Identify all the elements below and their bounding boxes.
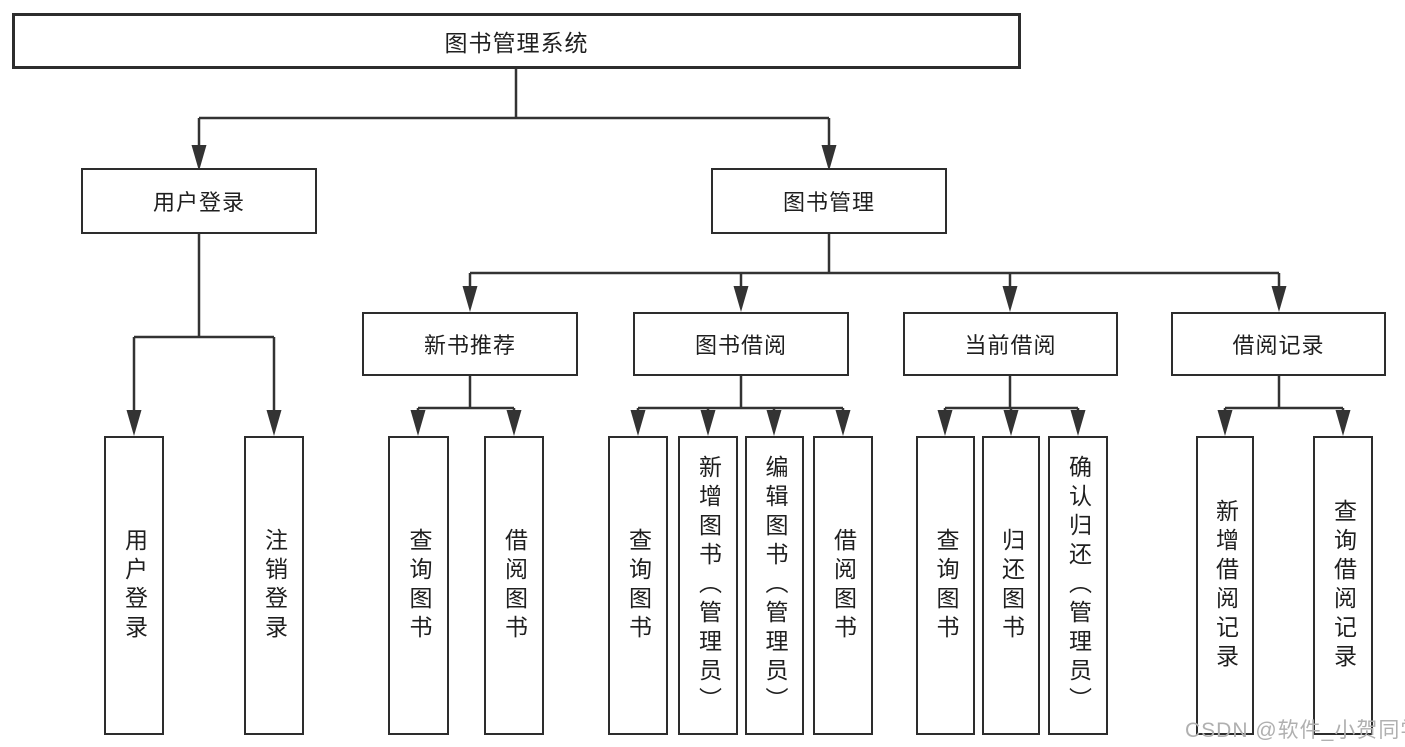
leaf-return-books-label: 归还图书 xyxy=(998,527,1025,644)
leaf-borrow-books-recommend-label: 借阅图书 xyxy=(501,527,528,644)
node-root-system: 图书管理系统 xyxy=(12,13,1021,69)
connector-root-to-level2 xyxy=(191,69,837,171)
leaf-add-borrow-record: 新增借阅记录 xyxy=(1196,436,1254,735)
leaf-borrow-books-label: 借阅图书 xyxy=(830,527,857,644)
connector-book-management-to-level3 xyxy=(462,234,1287,312)
node-current-borrow-label: 当前借阅 xyxy=(964,333,1057,358)
node-book-borrow-label: 图书借阅 xyxy=(694,333,787,358)
leaf-query-borrow-record-label: 查询借阅记录 xyxy=(1330,498,1357,673)
node-current-borrow: 当前借阅 xyxy=(903,312,1118,376)
node-borrow-records-label: 借阅记录 xyxy=(1232,333,1325,358)
leaf-add-books-admin: 新增图书（管理员） xyxy=(678,436,738,735)
leaf-user-login-label: 用户登录 xyxy=(121,527,148,644)
connector-book-borrow-to-leaves xyxy=(630,376,851,436)
connector-new-book-recommend-to-leaves xyxy=(410,376,522,436)
node-new-book-recommend-label: 新书推荐 xyxy=(423,333,516,358)
node-book-management: 图书管理 xyxy=(711,168,947,234)
leaf-add-books-admin-label: 新增图书（管理员） xyxy=(695,455,722,716)
leaf-add-borrow-record-label: 新增借阅记录 xyxy=(1212,498,1239,673)
connector-borrow-records-to-leaves xyxy=(1217,376,1351,436)
leaf-edit-books-admin: 编辑图书（管理员） xyxy=(745,436,804,735)
node-root-system-label: 图书管理系统 xyxy=(444,30,589,56)
leaf-logout: 注销登录 xyxy=(244,436,304,735)
leaf-confirm-return-admin-label: 确认归还（管理员） xyxy=(1065,455,1092,716)
node-user-login-label: 用户登录 xyxy=(152,190,245,215)
node-book-management-label: 图书管理 xyxy=(782,190,875,215)
leaf-query-books-recommend: 查询图书 xyxy=(388,436,449,735)
leaf-return-books: 归还图书 xyxy=(982,436,1040,735)
connector-current-borrow-to-leaves xyxy=(937,376,1086,436)
leaf-borrow-books-recommend: 借阅图书 xyxy=(484,436,544,735)
leaf-query-books-borrow: 查询图书 xyxy=(608,436,668,735)
leaf-query-books-recommend-label: 查询图书 xyxy=(406,527,432,644)
node-user-login: 用户登录 xyxy=(81,168,317,234)
leaf-query-books-current: 查询图书 xyxy=(916,436,975,735)
leaf-query-books-borrow-label: 查询图书 xyxy=(625,527,652,644)
leaf-logout-label: 注销登录 xyxy=(261,527,288,644)
leaf-borrow-books: 借阅图书 xyxy=(813,436,873,735)
connector-user-login-to-leaves xyxy=(126,234,282,436)
node-borrow-records: 借阅记录 xyxy=(1171,312,1386,376)
leaf-edit-books-admin-label: 编辑图书（管理员） xyxy=(762,455,788,716)
node-new-book-recommend: 新书推荐 xyxy=(362,312,578,376)
leaf-user-login: 用户登录 xyxy=(104,436,164,735)
leaf-query-books-current-label: 查询图书 xyxy=(933,527,959,644)
csdn-watermark: CSDN @软件_小贺同学 xyxy=(1185,719,1405,742)
leaf-query-borrow-record: 查询借阅记录 xyxy=(1313,436,1373,735)
leaf-confirm-return-admin: 确认归还（管理员） xyxy=(1048,436,1108,735)
node-book-borrow: 图书借阅 xyxy=(633,312,849,376)
